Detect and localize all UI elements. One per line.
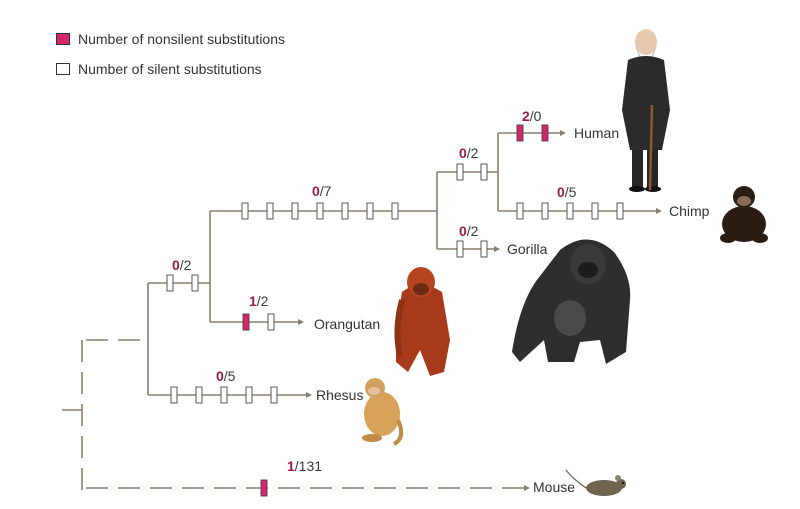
count-gorilla: 0/2	[459, 223, 479, 239]
marker-chimp-1	[516, 202, 524, 220]
legend-nonsilent: Number of nonsilent substitutions	[56, 30, 285, 48]
species-label-orangutan: Orangutan	[314, 316, 380, 332]
gorilla-illustration	[512, 239, 631, 364]
mouse-arrow	[524, 485, 530, 491]
rhesus-arrow	[306, 392, 312, 398]
legend-silent-label: Number of silent substitutions	[78, 61, 262, 77]
marker-human-2	[541, 124, 549, 142]
legend-nonsilent-label: Number of nonsilent substitutions	[78, 31, 285, 47]
marker-chimp-3	[566, 202, 574, 220]
tree-branches	[62, 130, 662, 491]
marker-rhesus-5	[270, 386, 278, 404]
count-rhesus: 0/5	[216, 368, 236, 384]
marker-african-apes-5	[341, 202, 349, 220]
marker-african-apes-7	[391, 202, 399, 220]
count-human-chimp: 0/2	[459, 145, 479, 161]
chimp-arrow	[656, 208, 662, 214]
count-orangutan: 1/2	[249, 293, 269, 309]
count-mouse: 1/131	[287, 458, 322, 474]
substitution-markers	[166, 124, 624, 497]
nonsilent-swatch-icon	[56, 33, 70, 45]
marker-african-apes-2	[266, 202, 274, 220]
marker-human-chimp-2	[480, 163, 488, 181]
marker-chimp-2	[541, 202, 549, 220]
marker-human-1	[516, 124, 524, 142]
marker-rhesus-3	[220, 386, 228, 404]
count-african-apes: 0/7	[312, 183, 332, 199]
marker-rhesus-2	[195, 386, 203, 404]
gorilla-arrow	[494, 246, 500, 252]
count-human: 2/0	[522, 108, 542, 124]
marker-orangutan-2	[267, 313, 275, 331]
orangutan-arrow	[298, 319, 304, 325]
marker-rhesus-1	[170, 386, 178, 404]
species-label-chimp: Chimp	[669, 203, 710, 219]
chimp-illustration	[720, 186, 768, 243]
rhesus-illustration	[362, 378, 404, 446]
marker-african-apes-1	[241, 202, 249, 220]
marker-great-apes-1	[166, 274, 174, 292]
marker-great-apes-2	[191, 274, 199, 292]
legend: Number of nonsilent substitutions Number…	[56, 30, 285, 90]
marker-gorilla-1	[456, 240, 464, 258]
marker-african-apes-4	[316, 202, 324, 220]
human-illustration	[622, 29, 670, 192]
count-chimp: 0/5	[557, 184, 577, 200]
marker-gorilla-2	[480, 240, 488, 258]
orangutan-illustration	[394, 267, 450, 376]
silent-swatch-icon	[56, 63, 70, 75]
marker-rhesus-4	[245, 386, 253, 404]
marker-chimp-5	[616, 202, 624, 220]
marker-mouse-1	[260, 479, 268, 497]
mouse-illustration	[565, 469, 626, 496]
species-label-gorilla: Gorilla	[507, 241, 548, 257]
legend-silent: Number of silent substitutions	[56, 60, 285, 78]
species-label-mouse: Mouse	[533, 479, 575, 495]
marker-human-chimp-1	[456, 163, 464, 181]
species-label-human: Human	[574, 125, 619, 141]
marker-chimp-4	[591, 202, 599, 220]
marker-african-apes-3	[291, 202, 299, 220]
count-great-apes: 0/2	[172, 257, 192, 273]
human-arrow	[560, 130, 566, 136]
species-label-rhesus: Rhesus	[316, 387, 363, 403]
marker-african-apes-6	[366, 202, 374, 220]
marker-orangutan-1	[242, 313, 250, 331]
